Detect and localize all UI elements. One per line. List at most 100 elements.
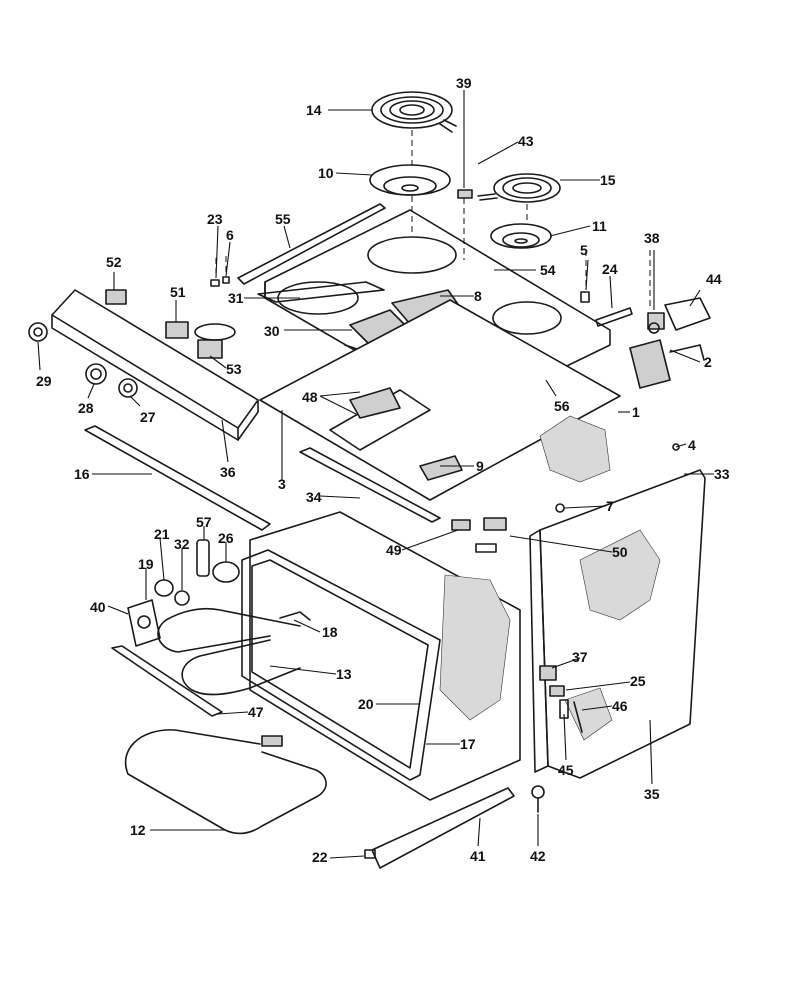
callout-37: 37 [572, 649, 588, 665]
callout-21: 21 [154, 526, 170, 542]
callout-28: 28 [78, 400, 94, 416]
callout-38: 38 [644, 230, 660, 246]
callout-16: 16 [74, 466, 90, 482]
broil-element[interactable] [157, 607, 301, 696]
callout-30: 30 [264, 323, 280, 339]
drip-bowl-large[interactable] [369, 164, 451, 196]
clock-housing [194, 323, 236, 341]
callout-46: 46 [612, 698, 628, 714]
callout-41: 41 [470, 848, 486, 864]
knob-29[interactable] [28, 322, 48, 342]
callout-18: 18 [322, 624, 338, 640]
callout-22: 22 [312, 849, 328, 865]
terminal-block[interactable] [457, 189, 473, 199]
surface-element-large[interactable] [371, 91, 457, 133]
callout-45: 45 [558, 762, 574, 778]
burner-bracket[interactable] [257, 281, 385, 303]
callout-44: 44 [706, 271, 722, 287]
knob-28[interactable] [85, 363, 107, 385]
callout-5: 5 [580, 242, 588, 258]
callout-labels: 14 39 43 10 15 23 6 55 11 38 5 24 44 54 … [36, 75, 730, 865]
bake-element[interactable] [124, 729, 327, 835]
screw-4[interactable] [672, 443, 680, 451]
top-clip[interactable] [580, 291, 590, 303]
control-panel[interactable] [51, 289, 259, 441]
callout-11: 11 [592, 218, 607, 234]
door-latch-37[interactable] [539, 665, 557, 681]
callout-33: 33 [714, 466, 730, 482]
burner-box[interactable] [259, 299, 621, 501]
lamp-bulb[interactable] [174, 590, 190, 606]
callout-39: 39 [456, 75, 472, 91]
callout-7: 7 [606, 498, 614, 514]
small-clip[interactable] [210, 279, 220, 287]
callout-23: 23 [207, 211, 223, 227]
callout-17: 17 [460, 736, 476, 752]
callout-56: 56 [554, 398, 570, 414]
leveling-leg[interactable] [531, 785, 545, 813]
callout-51: 51 [170, 284, 186, 300]
callout-9: 9 [476, 458, 484, 474]
control-switch-52[interactable] [105, 289, 127, 305]
callout-14: 14 [306, 102, 322, 118]
callout-32: 32 [174, 536, 190, 552]
callout-54: 54 [540, 262, 556, 278]
oven-switch[interactable] [629, 339, 671, 389]
callout-26: 26 [218, 530, 234, 546]
terminal-block-19[interactable] [127, 599, 161, 647]
oven-door-frame[interactable] [241, 549, 441, 781]
oven-cavity[interactable] [249, 511, 521, 801]
lamp-lens[interactable] [212, 561, 240, 583]
part-7[interactable] [555, 503, 565, 513]
side-trim-left[interactable] [237, 203, 386, 285]
screw-22[interactable] [364, 849, 376, 859]
control-switch-53[interactable] [197, 339, 223, 359]
small-screw[interactable] [222, 276, 230, 284]
broiler-rail[interactable] [111, 645, 223, 717]
callout-12: 12 [130, 822, 146, 838]
callout-31: 31 [228, 290, 244, 306]
callout-43: 43 [518, 133, 534, 149]
callout-27: 27 [140, 409, 156, 425]
thermostat-bulb[interactable] [196, 539, 210, 577]
leader-lines [37, 90, 714, 859]
callout-34: 34 [306, 489, 322, 505]
callout-53: 53 [226, 361, 242, 377]
drip-bowl-small[interactable] [490, 223, 552, 249]
bottom-trim[interactable] [371, 787, 515, 869]
surface-element-small[interactable] [477, 173, 561, 203]
callout-15: 15 [600, 172, 616, 188]
infinite-switch[interactable] [647, 312, 665, 334]
latch-50[interactable] [483, 517, 507, 531]
callout-49: 49 [386, 542, 402, 558]
base-rail[interactable] [299, 447, 441, 523]
hinge-spring[interactable] [573, 701, 583, 733]
callout-35: 35 [644, 786, 660, 802]
callout-13: 13 [336, 666, 352, 682]
callout-48: 48 [302, 389, 318, 405]
callout-57: 57 [196, 514, 212, 530]
control-switch-51[interactable] [165, 321, 189, 339]
mounting-bracket[interactable] [664, 297, 711, 331]
callout-20: 20 [358, 696, 374, 712]
door-latch-25[interactable] [549, 685, 565, 697]
lamp-socket[interactable] [154, 579, 174, 597]
callout-55: 55 [275, 211, 291, 227]
callout-10: 10 [318, 165, 334, 181]
side-panel[interactable] [529, 469, 706, 779]
top-hinge[interactable] [595, 307, 633, 327]
front-trim-strip[interactable] [84, 425, 271, 531]
callout-6: 6 [226, 227, 234, 243]
knob-27[interactable] [118, 378, 138, 398]
callout-47: 47 [248, 704, 264, 720]
callout-8: 8 [474, 288, 482, 304]
callout-40: 40 [90, 599, 106, 615]
callout-29: 29 [36, 373, 52, 389]
callout-25: 25 [630, 673, 646, 689]
callout-42: 42 [530, 848, 546, 864]
callout-3: 3 [278, 476, 286, 492]
callout-52: 52 [106, 254, 122, 270]
latch-49[interactable] [451, 519, 471, 531]
callout-50: 50 [612, 544, 628, 560]
